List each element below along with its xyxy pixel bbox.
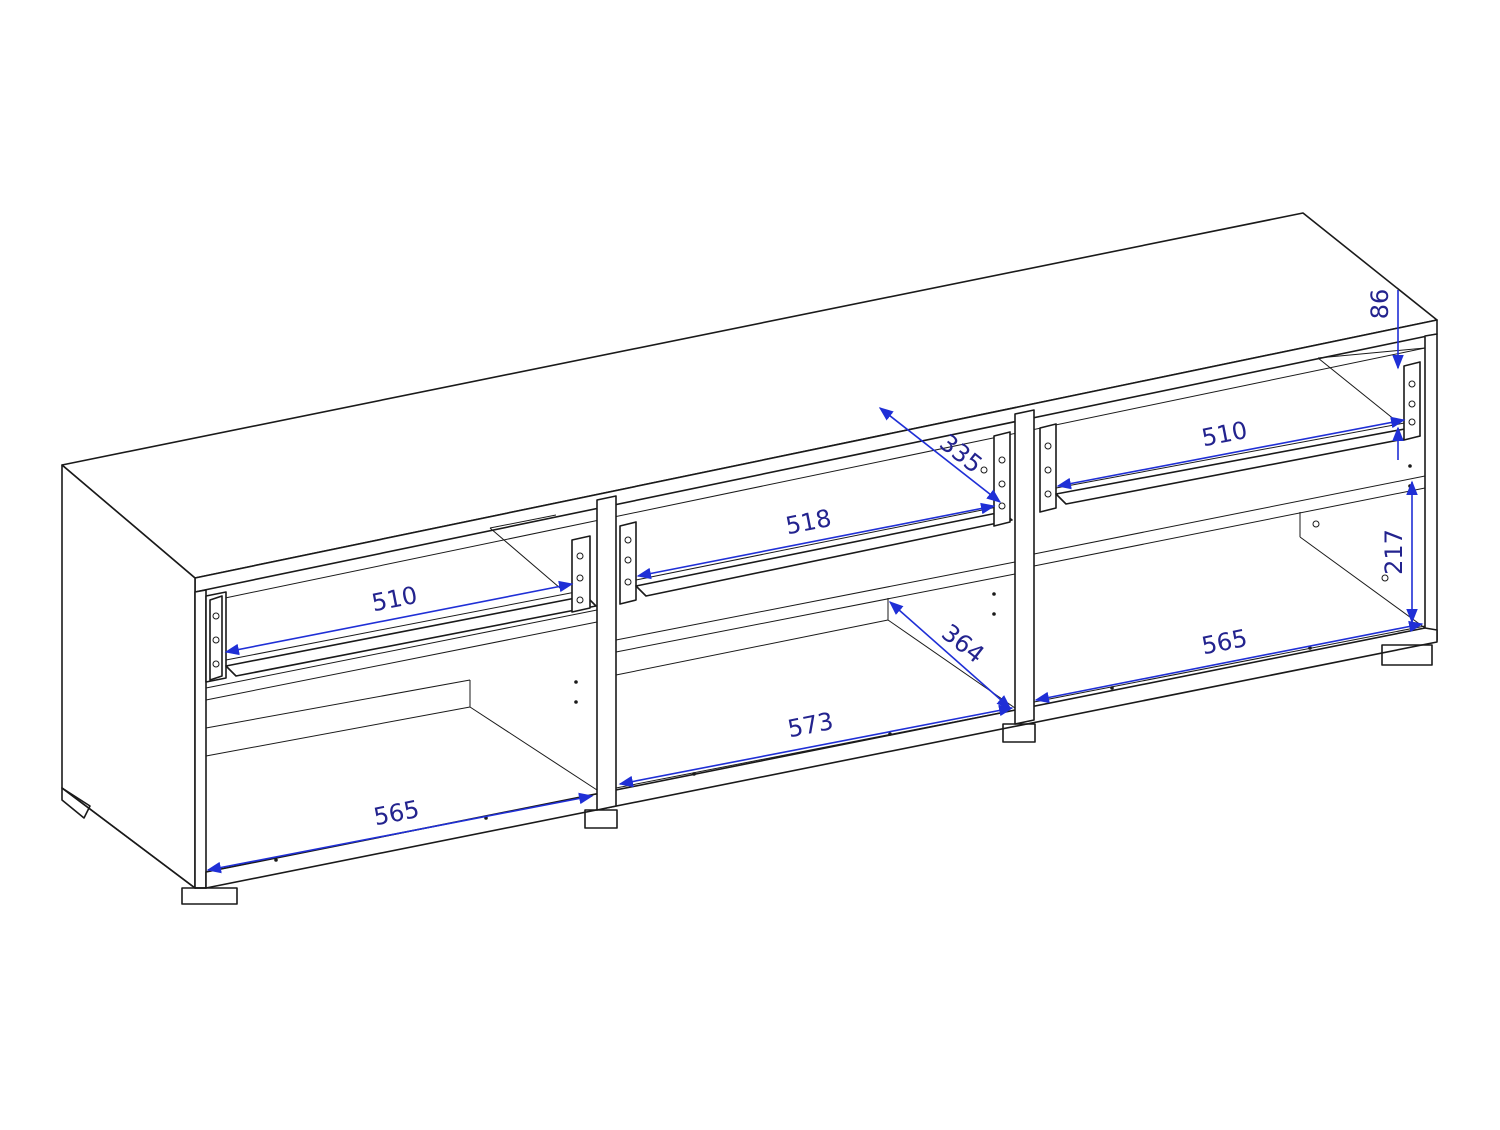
cabinet-top-surface (61, 212, 1438, 579)
dim-line-drawer-depth (878, 407, 1002, 503)
divider-right (1014, 409, 1035, 725)
dim-line-middle-bottom (618, 704, 1014, 788)
label-right-bottom-width: 565 (1199, 624, 1249, 660)
dim-line-right-bottom (1034, 620, 1424, 704)
label-left-bottom-width: 565 (371, 795, 421, 831)
foot-front-middle (584, 809, 618, 829)
divider-left (596, 495, 617, 811)
foot-back-left (61, 787, 91, 819)
foot-front-left (181, 887, 238, 905)
dimension-lines (206, 290, 1424, 874)
right-panel-front-edge (1424, 333, 1438, 643)
left-panel-front-edge (194, 589, 207, 889)
label-middle-drawer-width: 518 (783, 504, 833, 540)
label-left-drawer-width: 510 (369, 581, 419, 617)
label-right-shelf-height: 217 (1380, 529, 1408, 575)
label-drawer-front-height: 86 (1366, 289, 1394, 320)
dim-line-left-bottom (206, 792, 594, 874)
dim-line-right-drawer (1056, 416, 1406, 490)
label-middle-shelf-depth: 364 (936, 619, 989, 669)
label-right-drawer-width: 510 (1199, 416, 1249, 452)
cabinet-body (61, 212, 1438, 905)
dim-line-left-drawer (224, 580, 574, 656)
bottom-plinth (205, 627, 1438, 889)
label-middle-bottom-width: 573 (785, 707, 835, 743)
dim-line-middle-drawer (636, 502, 996, 580)
dim-line-shelf-depth (888, 601, 1012, 709)
